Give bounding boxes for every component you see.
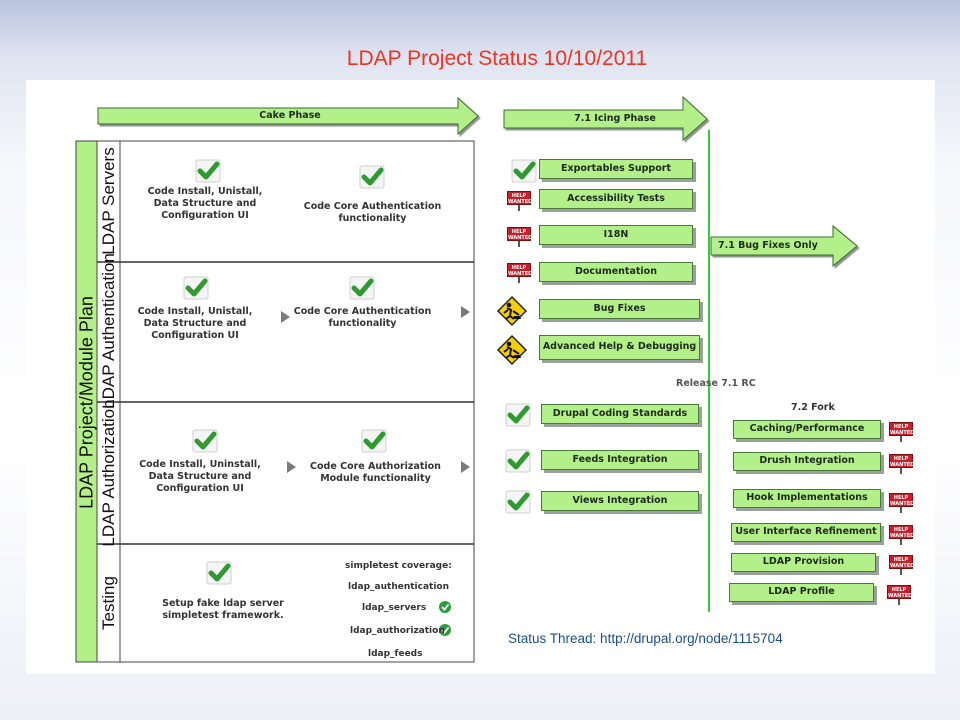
help-wanted-sign-text: HELP WANTED [887,585,913,599]
servers-item-2: Code Core Authentication functionality [303,201,442,224]
help-wanted-sign-icon: HELP WANTED [889,422,915,442]
check-icon [207,562,231,584]
fork-item: User Interface Refinement [731,523,881,542]
icing-phase-arrow [503,95,708,142]
help-wanted-sign-text: HELP WANTED [507,227,533,241]
fork-item: LDAP Profile [729,583,874,602]
bug-fix-arrow [710,224,858,268]
icing-phase-label: 7.1 Icing Phase [574,113,656,124]
fork-item: LDAP Provision [731,553,876,572]
circle-check-icon [438,600,452,614]
fork-item: Hook Implementations [733,489,881,508]
help-wanted-sign-text: HELP WANTED [507,263,533,277]
coverage-item: ldap_servers [362,603,427,613]
authentication-item-1: Code Install, Unistall, Data Structure a… [137,306,253,341]
testing-item-1: Setup fake ldap server simpletest framew… [162,598,284,621]
plan-label: LDAP Project/Module Plan [76,296,97,509]
status-thread-link[interactable]: Status Thread: http://drupal.org/node/11… [508,631,783,646]
cake-phase-label: Cake Phase [259,110,321,121]
check-icon [360,166,384,188]
check-icon [350,277,374,299]
row-label-testing: Testing [99,576,118,630]
help-wanted-sign-icon: HELP WANTED [507,263,533,283]
check-icon [362,430,386,452]
icing-item: Bug Fixes [539,299,700,319]
authentication-item-2: Code Core Authentication functionality [293,306,432,329]
fork-item: Drush Integration [733,452,881,471]
under-construction-icon [497,335,527,365]
page-title: LDAP Project Status 10/10/2011 [346,47,648,70]
help-wanted-sign-text: HELP WANTED [889,454,915,468]
authorization-item-1: Code Install, Uninstall, Data Structure … [139,459,261,494]
later-item: Views Integration [541,491,699,511]
authorization-item-2: Code Core Authorization Module functiona… [310,461,441,484]
help-wanted-sign-text: HELP WANTED [889,493,915,507]
check-icon [512,160,536,182]
coverage-item: ldap_authorization [350,626,445,636]
help-wanted-sign-icon: HELP WANTED [889,555,915,575]
icing-item: Exportables Support [539,159,693,179]
icing-item: Documentation [539,262,693,282]
icing-item: Accessibility Tests [539,189,693,209]
servers-item-1: Code Install, Unistall, Data Structure a… [147,186,263,221]
coverage-item: ldap_feeds [368,649,423,659]
help-wanted-sign-text: HELP WANTED [889,422,915,436]
help-wanted-sign-icon: HELP WANTED [889,525,915,545]
plan-frame [75,140,475,663]
cake-phase-arrow [97,96,479,136]
help-wanted-sign-icon: HELP WANTED [887,585,913,605]
help-wanted-sign-icon: HELP WANTED [889,454,915,474]
check-icon [506,450,530,472]
check-icon [193,430,217,452]
later-item: Feeds Integration [541,450,699,470]
check-icon [196,160,220,182]
fork-label: 7.2 Fork [791,402,835,413]
check-icon [506,491,530,513]
fork-item: Caching/Performance [733,420,881,439]
row-label-authorization: LDAP Authorization [99,399,118,547]
help-wanted-sign-icon: HELP WANTED [507,227,533,247]
check-icon [184,277,208,299]
coverage-heading: simpletest coverage: [345,561,452,571]
release-label: Release 7.1 RC [676,378,756,389]
check-icon [506,404,530,426]
bug-fix-phase-label: 7.1 Bug Fixes Only [718,240,818,251]
icing-item: Advanced Help & Debugging [539,335,700,360]
help-wanted-sign-icon: HELP WANTED [889,493,915,513]
coverage-item: ldap_authentication [348,582,450,592]
help-wanted-sign-text: HELP WANTED [889,525,915,539]
under-construction-icon [497,296,527,326]
help-wanted-sign-text: HELP WANTED [507,191,533,205]
icing-item: I18N [539,225,693,245]
help-wanted-sign-icon: HELP WANTED [507,191,533,211]
help-wanted-sign-text: HELP WANTED [889,555,915,569]
later-item: Drupal Coding Standards [541,404,699,424]
